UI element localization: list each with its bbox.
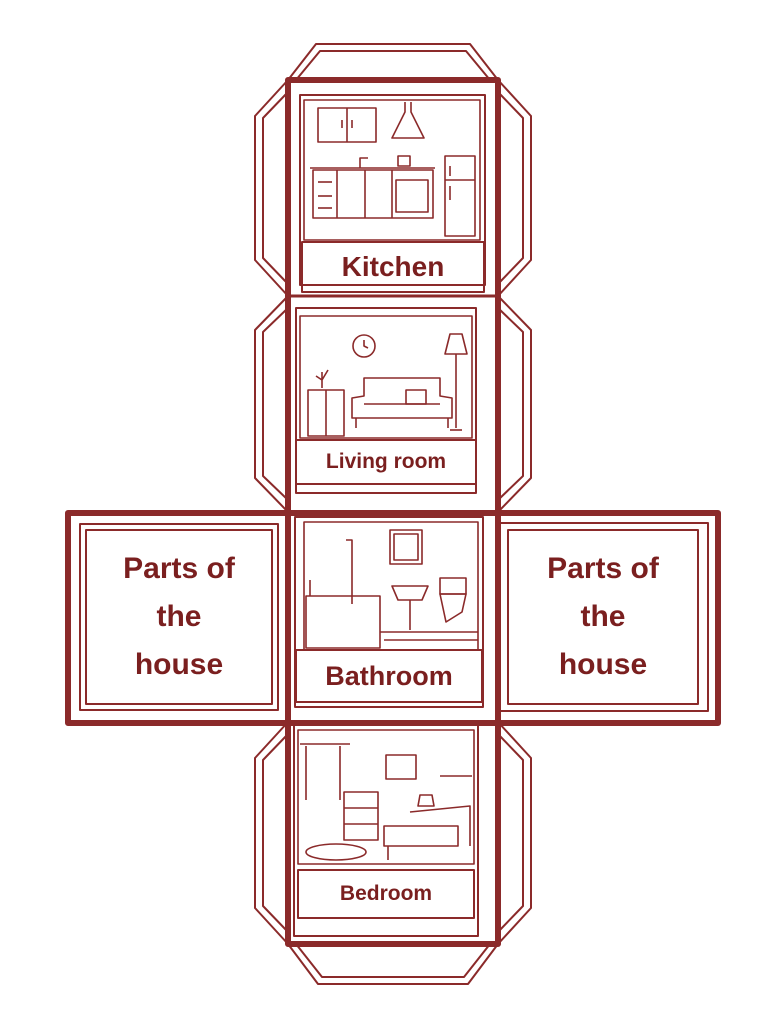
- kitchen-right-tab: [497, 79, 532, 297]
- bedroom-illustration: [297, 729, 475, 865]
- bathroom-illustration: [303, 521, 479, 651]
- living-right-tab: [497, 295, 532, 513]
- cube-outline: [65, 77, 721, 947]
- bottom-tab: [287, 943, 499, 985]
- glue-tabs: [254, 43, 532, 985]
- right-face-line-1: Parts of: [547, 552, 659, 585]
- living-room-illustration: [299, 315, 473, 439]
- kitchen-illustration: [303, 99, 481, 241]
- label-boxes: [295, 241, 485, 919]
- right-face-title: Parts of the house: [508, 530, 698, 704]
- left-face-line-3: house: [134, 648, 224, 681]
- left-face-line-1: Parts of: [123, 552, 235, 585]
- kitchen-left-tab: [254, 79, 289, 297]
- top-tab: [287, 43, 499, 81]
- living-left-tab: [254, 295, 289, 513]
- kitchen-label: Kitchen: [341, 251, 445, 282]
- left-face-title: Parts of the house: [86, 530, 272, 704]
- right-face-line-2: the: [580, 600, 626, 633]
- bedroom-label: Bedroom: [339, 882, 433, 905]
- bedroom-left-tab: [254, 721, 289, 945]
- bedroom-right-tab: [497, 721, 532, 945]
- right-face-line-3: house: [558, 648, 648, 681]
- living-room-label: Living room: [325, 450, 447, 473]
- left-face-line-2: the: [156, 600, 202, 633]
- bathroom-label: Bathroom: [325, 660, 453, 691]
- face-frames: [79, 94, 709, 937]
